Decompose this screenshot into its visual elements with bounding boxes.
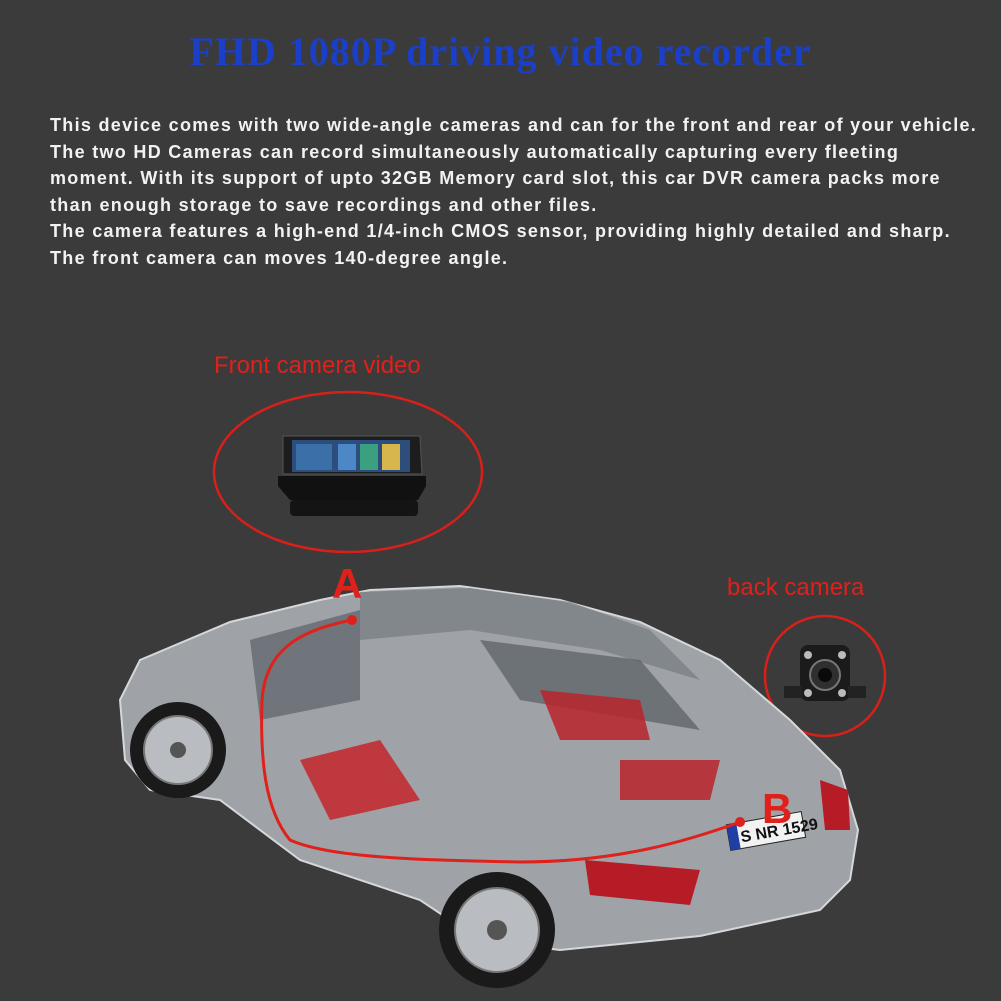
rear-wheel <box>439 872 555 988</box>
front-wheel <box>130 702 226 798</box>
back-camera-device <box>784 645 866 701</box>
front-camera-label: Front camera video <box>214 352 421 379</box>
description: This device comes with two wide-angle ca… <box>50 112 985 271</box>
marker-a-label: A <box>332 560 363 607</box>
marker-b-label: B <box>762 785 793 832</box>
page-title: FHD 1080P driving video recorder <box>189 29 812 74</box>
car-illustration: S NR 1529 <box>118 584 860 952</box>
camera-cable <box>260 618 741 864</box>
front-camera-callout-ellipse <box>212 390 484 554</box>
back-camera-callout-circle <box>763 614 887 738</box>
marker-a-point <box>347 615 357 625</box>
description-paragraph-1: This device comes with two wide-angle ca… <box>50 115 978 215</box>
marker-b-point <box>735 817 745 827</box>
description-paragraph-2: The camera features a high-end 1/4-inch … <box>50 221 951 268</box>
dash-cam-device <box>278 435 426 516</box>
back-camera-label: back camera <box>727 574 865 601</box>
